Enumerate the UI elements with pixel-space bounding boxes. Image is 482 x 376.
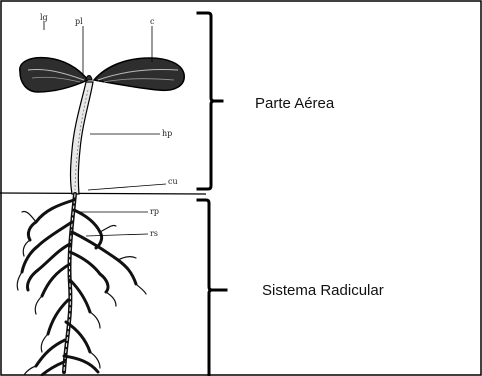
label-c: c bbox=[150, 17, 155, 26]
label-cu: cu bbox=[168, 177, 178, 186]
label-rs: rs bbox=[150, 229, 158, 238]
label-rp: rp bbox=[150, 207, 159, 216]
plumule bbox=[86, 76, 92, 81]
label-hp: hp bbox=[162, 129, 172, 138]
label-lg: lg bbox=[40, 13, 48, 22]
label-sistema-radicular: Sistema Radicular bbox=[262, 282, 384, 299]
label-parte-aerea: Parte Aérea bbox=[255, 95, 335, 112]
label-pl: pl bbox=[75, 17, 83, 26]
